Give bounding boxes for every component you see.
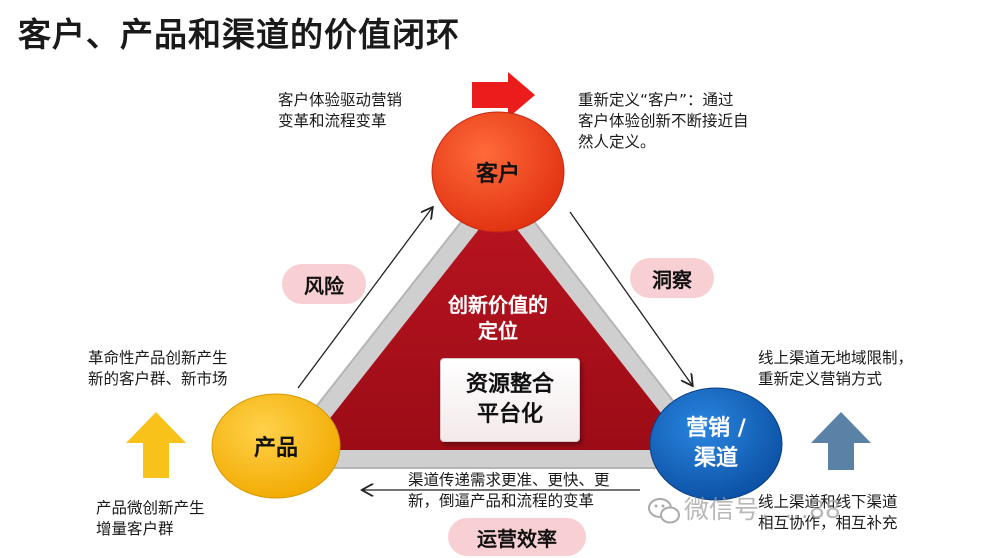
product-circle bbox=[211, 393, 341, 499]
channel-circle bbox=[649, 387, 783, 501]
blue-up-arrow-icon bbox=[811, 412, 871, 470]
note-left: 革命性产品创新产生 新的客户群、新市场 bbox=[88, 349, 228, 388]
resource-integration-box: 资源整合 平台化 bbox=[440, 358, 580, 442]
note-top-right: 重新定义“客户”：通过 客户体验创新不断接近自 然人定义。 bbox=[578, 91, 749, 151]
note-bottom-left: 产品微创新产生 增量客户群 bbox=[96, 499, 205, 538]
customer-label: 客户 bbox=[475, 162, 520, 187]
yellow-up-arrow-icon bbox=[126, 412, 186, 478]
efficiency-pill: 运营效率 bbox=[448, 518, 586, 556]
note-top-left: 客户体验驱动营销 变革和流程变革 bbox=[278, 91, 403, 130]
arrow-product-to-customer bbox=[297, 208, 432, 389]
customer-node[interactable]: 客户 bbox=[432, 112, 564, 232]
red-right-arrow-icon bbox=[472, 72, 535, 118]
note-right: 线上渠道无地域限制， 重新定义营销方式 bbox=[758, 349, 914, 388]
arrow-customer-to-channel bbox=[569, 211, 692, 385]
page-title: 客户、产品和渠道的价值闭环 bbox=[18, 15, 460, 54]
innovation-positioning-label: 创新价值的 定位 bbox=[448, 293, 548, 343]
channel-label: 营销 / 渠道 bbox=[686, 416, 746, 471]
note-bottom-right: 线上渠道和线下渠道 相互协作，相互补充 bbox=[758, 493, 898, 532]
product-node[interactable]: 产品 bbox=[212, 394, 340, 498]
wechat-watermark: 微信号：…88 bbox=[684, 495, 841, 524]
customer-circle bbox=[431, 111, 565, 233]
triangle-inner bbox=[305, 205, 690, 450]
product-label: 产品 bbox=[253, 436, 298, 461]
risk-pill: 风险 bbox=[282, 264, 366, 304]
channel-node[interactable]: 营销 / 渠道 bbox=[650, 388, 782, 500]
insight-pill: 洞察 bbox=[630, 258, 714, 298]
wechat-icon bbox=[648, 498, 680, 524]
note-bottom-center: 渠道传递需求更准、更快、更 新，倒逼产品和流程的变革 bbox=[408, 471, 610, 510]
